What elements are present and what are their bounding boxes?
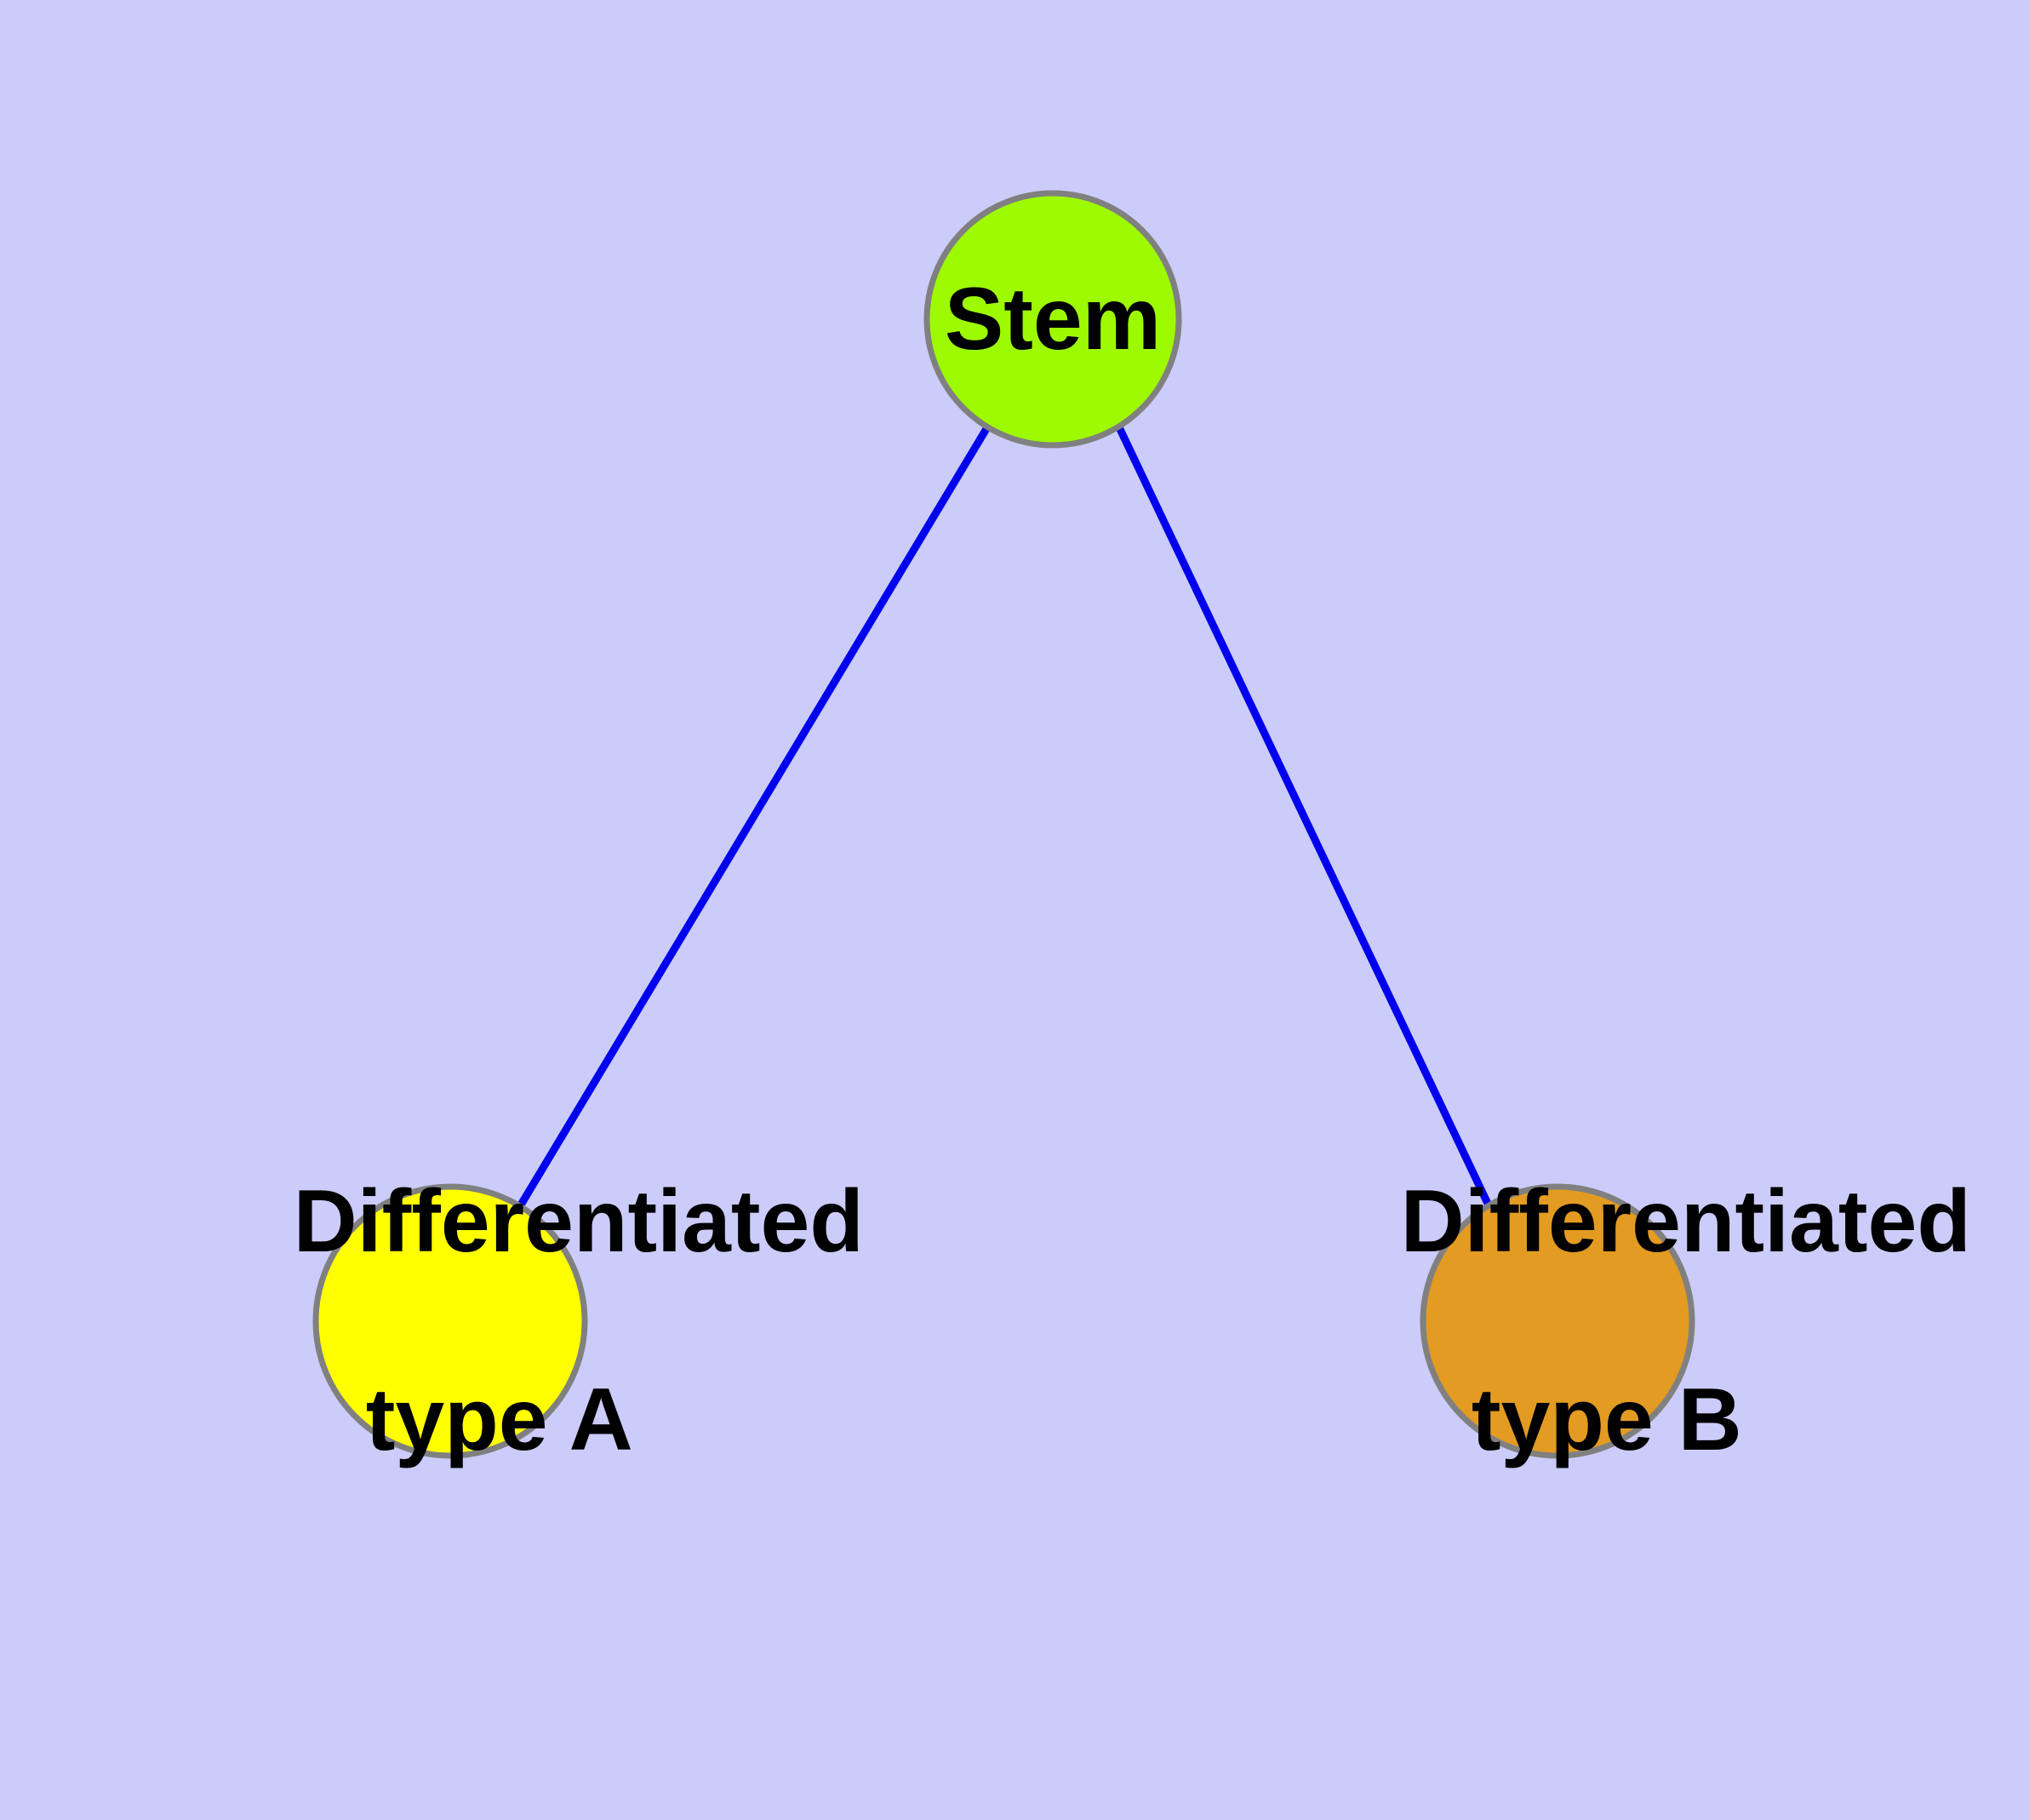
edge-stem-to-diff-a[interactable]	[517, 425, 991, 1209]
node-differentiated-type-a[interactable]	[312, 1183, 588, 1459]
node-differentiated-type-b[interactable]	[1420, 1183, 1695, 1459]
node-stem[interactable]	[923, 190, 1182, 449]
edge-stem-to-diff-b[interactable]	[1115, 426, 1494, 1209]
node-layer	[312, 190, 1695, 1459]
edge-layer	[517, 425, 1494, 1209]
